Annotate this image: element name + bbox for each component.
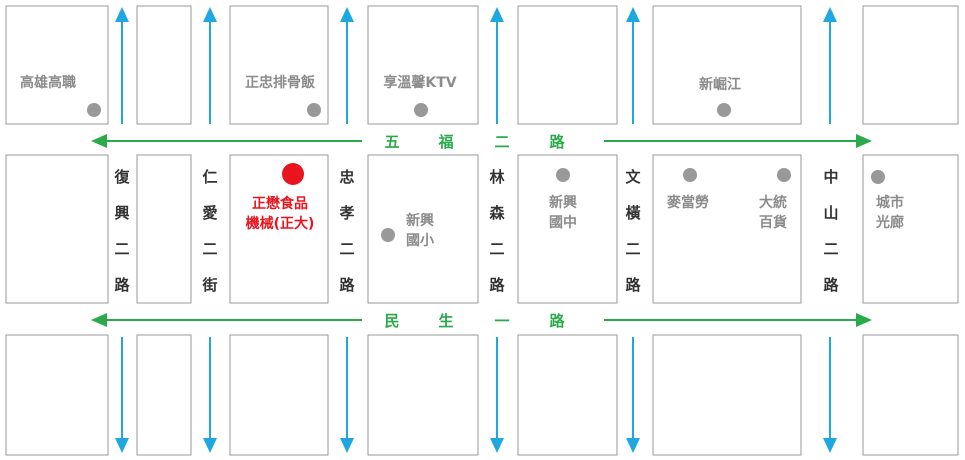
block-mid-1 <box>5 154 109 304</box>
up-arrow-1 <box>115 7 129 124</box>
landmark-label-gaoxiong-gaozhi: 高雄高職 <box>20 74 76 91</box>
zhongxiao-road-char: 二 <box>339 240 354 258</box>
block-top-4 <box>367 5 479 125</box>
block-top-7 <box>862 5 959 125</box>
wenheng-road-char: 文 <box>625 168 641 186</box>
zhongshan-road-label: 中 山 二 路 <box>823 168 839 294</box>
block-bot-4 <box>367 334 479 456</box>
block-bot-1 <box>5 334 109 456</box>
renai-street-char: 街 <box>201 276 217 294</box>
minsheng-road-char: 生 <box>438 312 453 330</box>
landmark-dot-gaoxiong-gaozhi <box>87 103 101 117</box>
target-location-marker <box>282 163 304 185</box>
wenheng-road-char: 二 <box>625 240 640 258</box>
renai-street-char: 愛 <box>202 204 217 222</box>
zhongshan-road-char: 山 <box>823 204 838 222</box>
block-top-2 <box>136 5 192 125</box>
minsheng-road-arrow <box>91 313 872 327</box>
minsheng-road-label: 民 生 一 路 <box>384 312 565 330</box>
block-mid-6 <box>652 154 802 304</box>
linsen-road-char: 林 <box>489 168 505 186</box>
zhongxiao-road-char: 忠 <box>339 168 354 186</box>
block-bot-3 <box>229 334 329 456</box>
wenheng-road-char: 橫 <box>625 204 640 222</box>
block-bot-5 <box>517 334 618 456</box>
fuxing-road-char: 興 <box>114 204 129 222</box>
landmark-label-xinxing-high-line1: 新興 <box>549 194 577 211</box>
wufu-road-char: 路 <box>549 133 565 151</box>
landmark-label-xin-jue-jiang: 新崛江 <box>699 76 741 93</box>
landmark-dot-xinxing-high <box>556 168 570 182</box>
up-arrow-2 <box>203 7 217 124</box>
landmark-dot-daitong <box>777 168 791 182</box>
fuxing-road-char: 復 <box>113 168 130 186</box>
zhongshan-road-char: 路 <box>823 276 839 294</box>
target-location-name-line1: 正懋食品 <box>252 195 308 212</box>
block-mid-3 <box>229 154 329 304</box>
landmark-dot-zhengzhong-rice <box>307 103 321 117</box>
minsheng-road-char: 一 <box>494 312 509 330</box>
down-arrow-3 <box>340 337 354 453</box>
target-location-name-line2: 機械(正大) <box>246 215 315 232</box>
up-arrow-5 <box>626 7 640 124</box>
wufu-road-char: 福 <box>437 133 453 151</box>
landmark-dot-xin-jue-jiang <box>717 103 731 117</box>
wufu-road-char: 五 <box>384 133 399 151</box>
renai-street-label: 仁 愛 二 街 <box>201 168 217 294</box>
landmark-label-xinxing-elementary-line1: 新興 <box>406 212 434 229</box>
landmark-label-city-gallery-line2: 光廊 <box>875 214 904 231</box>
fuxing-road-char: 二 <box>114 240 129 258</box>
down-arrow-4 <box>490 337 504 453</box>
down-arrow-6 <box>823 337 837 453</box>
linsen-road-label: 林 森 二 路 <box>489 168 505 294</box>
up-arrow-3 <box>340 7 354 124</box>
landmark-label-xiangwen-ktv: 享溫馨KTV <box>383 74 456 91</box>
landmark-label-city-gallery-line1: 城市 <box>876 194 904 211</box>
linsen-road-char: 二 <box>489 240 504 258</box>
landmark-label-xinxing-high-line2: 國中 <box>549 214 577 231</box>
minsheng-road-char: 路 <box>549 312 565 330</box>
fuxing-road-label: 復 興 二 路 <box>113 168 130 294</box>
landmark-label-daitong-line2: 百貨 <box>759 214 787 231</box>
wenheng-road-char: 路 <box>625 276 641 294</box>
landmark-label-daitong-line1: 大統 <box>759 194 787 211</box>
landmark-label-zhengzhong-rice: 正忠排骨飯 <box>245 74 316 91</box>
landmark-label-xinxing-elementary-line2: 國小 <box>406 233 434 249</box>
zhongshan-road-char: 二 <box>823 240 838 258</box>
renai-street-char: 仁 <box>202 168 217 186</box>
up-arrow-4 <box>490 7 504 124</box>
linsen-road-char: 森 <box>489 204 505 222</box>
zhongxiao-road-label: 忠 孝 二 路 <box>338 168 355 294</box>
down-arrow-2 <box>203 337 217 453</box>
fuxing-road-char: 路 <box>114 276 130 294</box>
wufu-road-char: 二 <box>494 133 509 151</box>
down-arrow-5 <box>626 337 640 453</box>
zhongxiao-road-char: 路 <box>339 276 355 294</box>
linsen-road-char: 路 <box>489 276 505 294</box>
down-arrow-1 <box>115 337 129 453</box>
block-top-5 <box>517 5 618 125</box>
minsheng-road-char: 民 <box>384 312 399 330</box>
block-bot-2 <box>136 334 192 456</box>
landmark-dot-xinxing-elementary <box>381 228 395 242</box>
zhongshan-road-char: 中 <box>823 168 838 186</box>
block-mid-2 <box>136 154 192 304</box>
zhongxiao-road-char: 孝 <box>338 204 354 222</box>
wenheng-road-label: 文 橫 二 路 <box>625 168 641 294</box>
wufu-road-label: 五 福 二 路 <box>384 133 565 151</box>
landmark-dot-city-gallery <box>871 170 885 184</box>
renai-street-char: 二 <box>202 240 217 258</box>
landmark-dot-mcdonalds <box>683 168 697 182</box>
up-arrow-6 <box>823 7 837 124</box>
landmark-dot-xiangwen-ktv <box>414 103 428 117</box>
landmark-label-mcdonalds: 麥當勞 <box>666 194 709 211</box>
block-bot-6 <box>652 334 802 456</box>
block-bot-7 <box>862 334 959 456</box>
wufu-road-arrow <box>91 134 872 148</box>
